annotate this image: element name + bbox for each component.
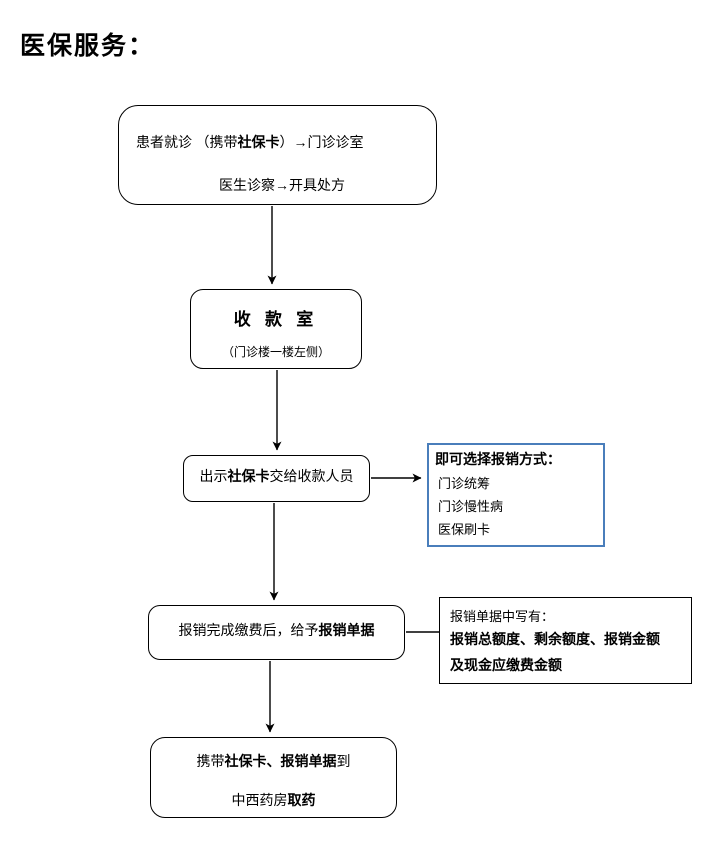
step-receipt-issued: 报销完成缴费后，给予报销单据 — [148, 605, 405, 660]
note-receipt-contents-line1: 报销总额度、剩余额度、报销金额 — [450, 633, 660, 648]
step-patient-visit-line2: 医生诊察→开具处方 — [219, 179, 345, 194]
step-collect-medicine-line1: 携带社保卡、报销单据到 — [196, 755, 351, 770]
step-receipt-issued-text: 报销完成缴费后，给予报销单据 — [178, 624, 375, 640]
step-collect-medicine-line2: 中西药房取药 — [231, 794, 316, 809]
cashier-room-location: （门诊楼一楼左侧） — [221, 345, 330, 359]
note-reimbursement-options: 即可选择报销方式： 门诊统筹 门诊慢性病 医保刷卡 — [427, 443, 605, 547]
note-option-insurance-card: 医保刷卡 — [438, 522, 491, 537]
note-option-chronic-disease: 门诊慢性病 — [438, 499, 504, 514]
note-reimbursement-options-title: 即可选择报销方式： — [435, 453, 561, 468]
step-patient-visit: 患者就诊 （携带社保卡）→门诊诊室 医生诊察→开具处方 — [118, 105, 437, 205]
step-show-card: 出示社保卡交给收款人员 — [183, 455, 370, 502]
step-show-card-text: 出示社保卡交给收款人员 — [199, 470, 354, 486]
note-receipt-contents-line2: 及现金应缴费金额 — [450, 659, 562, 674]
page-title: 医保服务： — [20, 33, 156, 60]
note-option-outpatient-pool: 门诊统筹 — [438, 476, 491, 491]
step-collect-medicine: 携带社保卡、报销单据到 中西药房取药 — [150, 737, 397, 818]
step-cashier-room: 收 款 室 （门诊楼一楼左侧） — [190, 289, 362, 369]
cashier-room-title: 收 款 室 — [233, 310, 319, 329]
note-receipt-contents: 报销单据中写有： 报销总额度、剩余额度、报销金额 及现金应缴费金额 — [439, 597, 692, 684]
note-receipt-contents-intro: 报销单据中写有： — [450, 609, 555, 624]
step-patient-visit-line1: 患者就诊 （携带社保卡）→门诊诊室 — [136, 136, 364, 151]
